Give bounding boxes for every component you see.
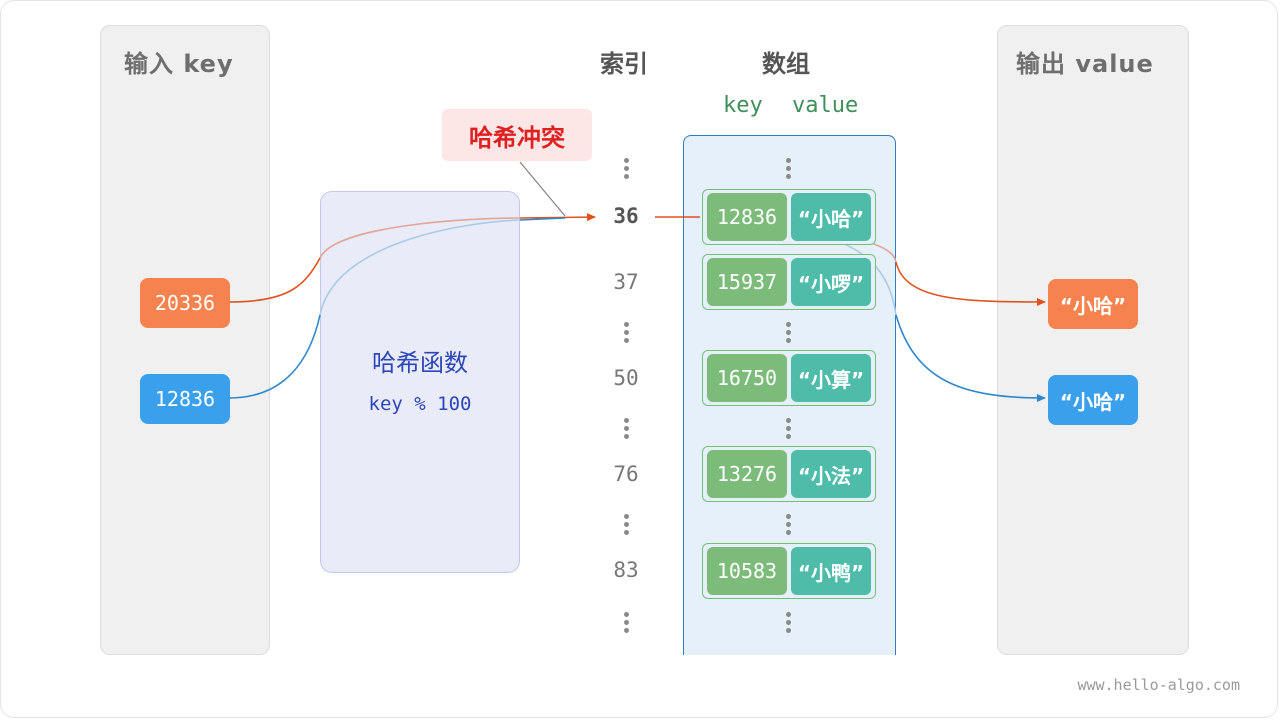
- index-ellipsis: [624, 514, 630, 538]
- path-20336-exit-hash: [519, 213, 596, 222]
- bucket-value: “小啰”: [791, 258, 871, 306]
- value-subheader: value: [792, 93, 859, 118]
- input-key-12836: 12836: [140, 374, 230, 424]
- index-ellipsis: [624, 158, 630, 182]
- bucket-value: “小法”: [791, 450, 871, 498]
- bucket-key: 12836: [707, 193, 787, 241]
- index-50: 50: [613, 366, 639, 390]
- index-ellipsis: [624, 322, 630, 346]
- input-panel-title: 输入 key: [124, 50, 234, 78]
- bucket-value: “小鸭”: [791, 547, 871, 595]
- collision-callout-line: [519, 161, 566, 217]
- bucket-ellipsis: [786, 322, 792, 346]
- index-ellipsis: [624, 418, 630, 442]
- bucket-ellipsis: [786, 158, 792, 182]
- path-output-2: [895, 314, 1046, 402]
- bucket-key: 13276: [707, 450, 787, 498]
- watermark: www.hello-algo.com: [1077, 676, 1240, 694]
- output-panel-title: 输出 value: [1016, 50, 1154, 78]
- index-76: 76: [613, 462, 639, 486]
- index-header: 索引: [600, 50, 648, 78]
- bucket-ellipsis: [786, 418, 792, 442]
- bucket-ellipsis: [786, 612, 792, 636]
- bucket-key: 15937: [707, 258, 787, 306]
- bucket-key: 10583: [707, 547, 787, 595]
- index-37: 37: [613, 270, 639, 294]
- path-12836-to-36: [228, 314, 321, 399]
- input-panel: [100, 25, 270, 655]
- index-83: 83: [613, 558, 639, 582]
- hash-function-expression: key % 100: [368, 393, 472, 415]
- output-value-1: “小哈”: [1048, 279, 1138, 329]
- bucket-row-83: 10583 “小鸭”: [702, 543, 876, 599]
- key-subheader: key: [723, 93, 763, 118]
- output-panel: [997, 25, 1189, 655]
- bucket-value: “小哈”: [791, 193, 871, 241]
- hash-function-box: [320, 191, 520, 573]
- bucket-row-50: 16750 “小算”: [702, 350, 876, 406]
- bucket-value: “小算”: [791, 354, 871, 402]
- path-output-1: [895, 261, 1046, 306]
- path-12836-inside-hash: [319, 219, 521, 316]
- array-header: 数组: [762, 50, 810, 78]
- bucket-key: 16750: [707, 354, 787, 402]
- path-20336-inside-hash: [319, 217, 521, 259]
- bucket-row-36: 12836 “小哈”: [702, 189, 876, 245]
- hash-collision-label: 哈希冲突: [442, 109, 592, 161]
- input-key-20336: 20336: [140, 278, 230, 328]
- bucket-ellipsis: [786, 514, 792, 538]
- bucket-row-76: 13276 “小法”: [702, 446, 876, 502]
- index-36: 36: [613, 204, 639, 228]
- output-value-2: “小哈”: [1048, 375, 1138, 425]
- hash-function-title: 哈希函数: [372, 349, 468, 377]
- index-ellipsis: [624, 612, 630, 636]
- path-20336-to-36: [228, 257, 321, 303]
- path-12836-exit-hash: [519, 217, 566, 221]
- bucket-row-37: 15937 “小啰”: [702, 254, 876, 310]
